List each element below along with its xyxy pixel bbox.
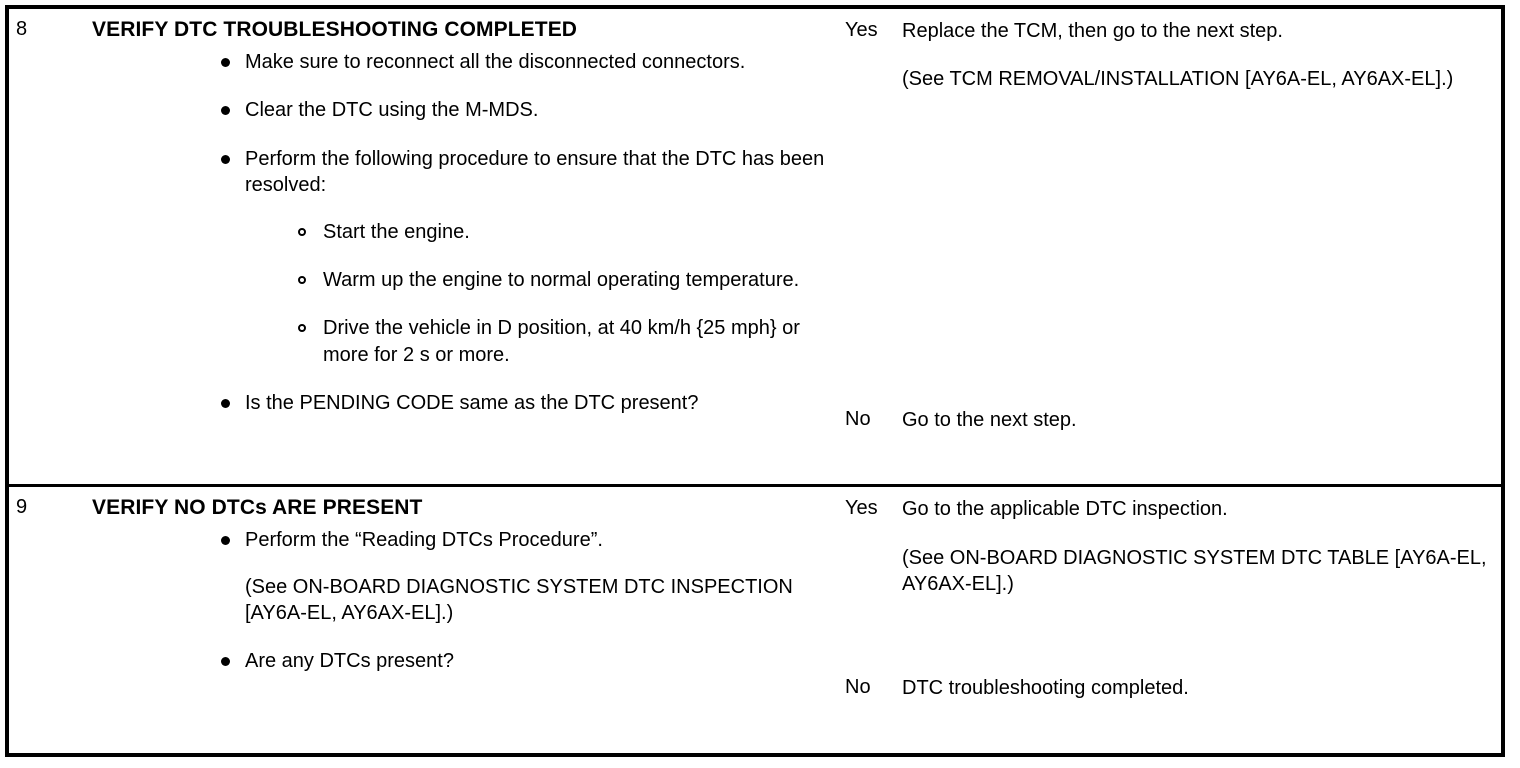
bullet-solid-icon xyxy=(221,106,230,116)
action-cell-no: Go to the next step. xyxy=(892,398,1503,486)
action-cell-no: DTC troubleshooting completed. xyxy=(892,666,1503,755)
list-item-text: Are any DTCs present? xyxy=(245,650,454,673)
action-cell-yes: Replace the TCM, then go to the next ste… xyxy=(892,7,1503,398)
judgement-cell-yes: Yes xyxy=(837,7,892,398)
list-item: Are any DTCs present? xyxy=(92,648,825,674)
judgement-cell-no: No xyxy=(837,666,892,755)
judgement-label: Yes xyxy=(845,497,878,520)
bullet-solid-icon xyxy=(221,399,230,409)
sub-list-item: Drive the vehicle in D position, at 40 k… xyxy=(245,315,825,368)
step-title: VERIFY DTC TROUBLESHOOTING COMPLETED xyxy=(92,18,578,41)
sub-list-item: Warm up the engine to normal operating t… xyxy=(245,267,825,293)
judgement-label: No xyxy=(845,408,871,430)
step-sub-bullet-list: Start the engine. Warm up the engine to … xyxy=(245,219,825,369)
judgement-label: No xyxy=(845,676,871,699)
list-item: Perform the “Reading DTCs Procedure”. (S… xyxy=(92,527,825,626)
list-item-reference: (See ON-BOARD DIAGNOSTIC SYSTEM DTC INSP… xyxy=(245,575,793,625)
bullet-solid-icon xyxy=(221,657,230,667)
list-item: Is the PENDING CODE same as the DTC pres… xyxy=(92,390,825,416)
judgement-cell-no: No xyxy=(837,398,892,486)
judgement-label: Yes xyxy=(845,19,878,41)
action-cell-yes: Go to the applicable DTC inspection. (Se… xyxy=(892,484,1503,667)
sub-list-item: Start the engine. xyxy=(245,219,825,245)
step-description-cell: VERIFY DTC TROUBLESHOOTING COMPLETED Mak… xyxy=(82,7,837,486)
sub-list-item-text: Start the engine. xyxy=(323,220,470,243)
action-text: Go to the applicable DTC inspection. xyxy=(902,498,1228,521)
action-reference: (See TCM REMOVAL/INSTALLATION [AY6A-EL, … xyxy=(902,68,1454,91)
judgement-cell-yes: Yes xyxy=(837,484,892,667)
step-number: 8 xyxy=(16,18,28,40)
action-text: DTC troubleshooting completed. xyxy=(902,677,1189,700)
step-description-cell: VERIFY NO DTCs ARE PRESENT Perform the “… xyxy=(82,484,837,755)
list-item-text: Perform the “Reading DTCs Procedure”. xyxy=(245,529,603,552)
list-item: Make sure to reconnect all the disconnec… xyxy=(92,49,825,75)
bullet-hollow-icon xyxy=(298,227,306,236)
sub-list-item-text: Drive the vehicle in D position, at 40 k… xyxy=(323,317,800,366)
bullet-solid-icon xyxy=(221,58,230,67)
bullet-hollow-icon xyxy=(298,324,306,333)
table-row: 8 VERIFY DTC TROUBLESHOOTING COMPLETED M… xyxy=(7,7,1503,414)
bullet-solid-icon xyxy=(221,536,230,546)
list-item-text: Perform the following procedure to ensur… xyxy=(245,147,825,197)
action-reference: (See ON-BOARD DIAGNOSTIC SYSTEM DTC TABL… xyxy=(902,546,1487,596)
list-item-text: Is the PENDING CODE same as the DTC pres… xyxy=(245,392,699,415)
step-number-cell: 8 xyxy=(7,7,82,486)
action-text: Go to the next step. xyxy=(902,409,1077,431)
step-bullet-list: Make sure to reconnect all the disconnec… xyxy=(92,49,825,417)
list-item: Perform the following procedure to ensur… xyxy=(92,146,825,368)
step-bullet-list: Perform the “Reading DTCs Procedure”. (S… xyxy=(92,527,825,675)
step-title: VERIFY NO DTCs ARE PRESENT xyxy=(92,496,423,520)
step-number-cell: 9 xyxy=(7,484,82,755)
table-row: 9 VERIFY NO DTCs ARE PRESENT Perform the… xyxy=(7,484,1503,755)
table-row: No Go to the next step. xyxy=(7,398,1503,486)
table-row: No DTC troubleshooting completed. xyxy=(7,666,1503,755)
bullet-solid-icon xyxy=(221,154,230,164)
step-number: 9 xyxy=(16,496,28,519)
action-text: Replace the TCM, then go to the next ste… xyxy=(902,20,1283,42)
list-item-text: Make sure to reconnect all the disconnec… xyxy=(245,51,746,73)
bullet-hollow-icon xyxy=(298,275,306,284)
list-item: Clear the DTC using the M-MDS. xyxy=(92,97,825,123)
list-item-text: Clear the DTC using the M-MDS. xyxy=(245,99,539,122)
sub-list-item-text: Warm up the engine to normal operating t… xyxy=(323,268,800,291)
dtc-troubleshooting-table: 8 VERIFY DTC TROUBLESHOOTING COMPLETED M… xyxy=(5,5,1505,757)
